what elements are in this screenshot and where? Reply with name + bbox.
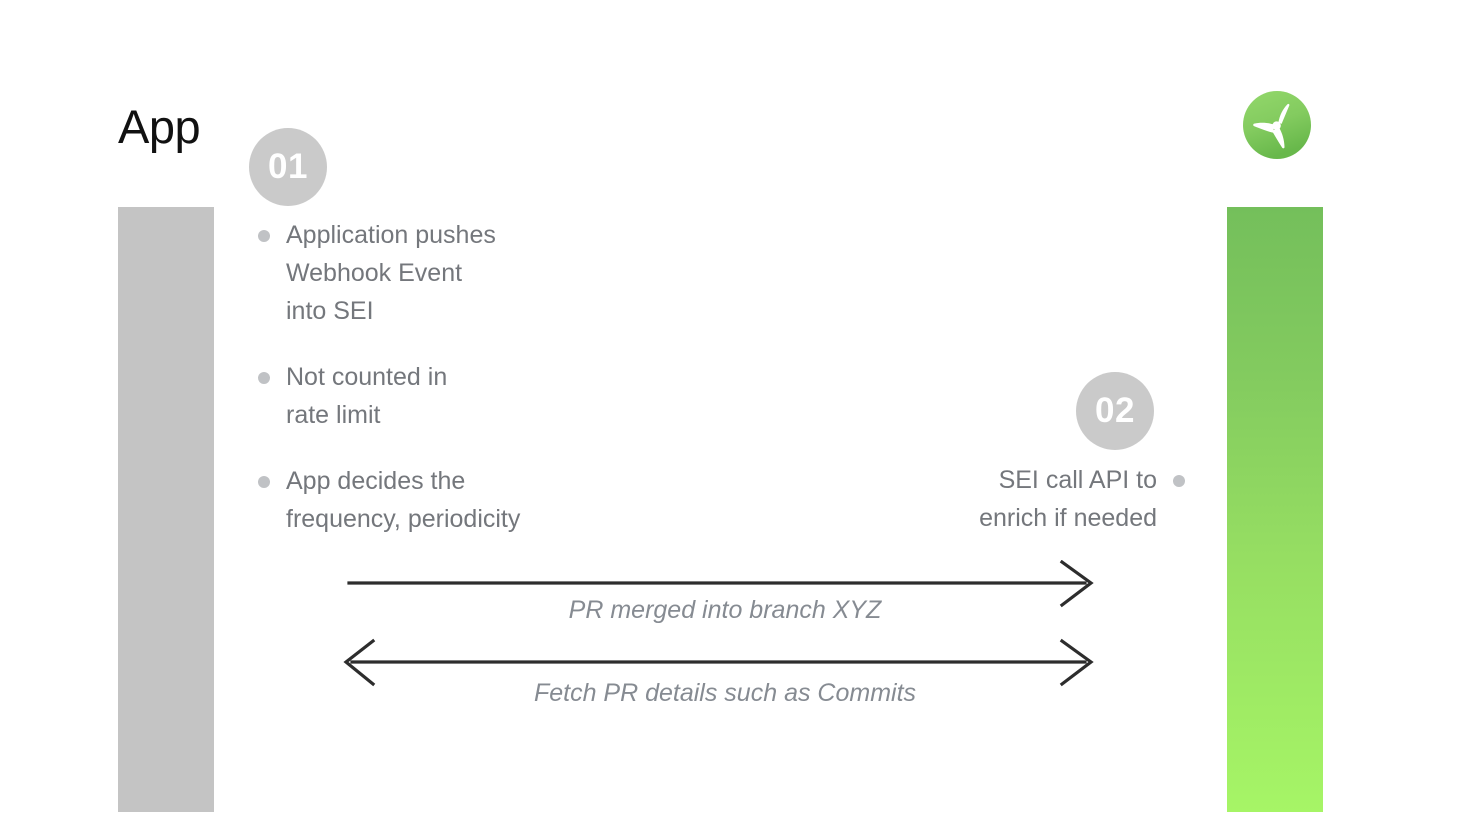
page-title: App [118, 100, 201, 153]
lane-bar-app [118, 207, 214, 812]
step-badge-01: 01 [249, 128, 327, 206]
lane-bar-sei [1227, 207, 1323, 812]
bullet-list-step-01: Application pushes Webhook Event into SE… [258, 216, 678, 538]
step-badge-02: 02 [1076, 372, 1154, 450]
arrow-label-fetch-pr-details: Fetch PR details such as Commits [533, 679, 917, 707]
arrow-pr-merged [347, 560, 1094, 608]
list-item: App decides the frequency, periodicity [258, 462, 678, 538]
bullet-list-step-02: SEI call API to enrich if needed [760, 461, 1185, 537]
bullet-dot-icon [258, 476, 270, 488]
bullet-text: Not counted in rate limit [286, 363, 448, 429]
bullet-text: App decides the frequency, periodicity [286, 467, 521, 533]
list-item: Application pushes Webhook Event into SE… [258, 216, 678, 330]
list-item: SEI call API to enrich if needed [760, 461, 1185, 537]
list-item: Not counted in rate limit [258, 358, 678, 434]
bullet-text: Application pushes Webhook Event into SE… [286, 221, 496, 325]
message-arrows: PR merged into branch XYZ Fetch PR detai… [340, 560, 1110, 720]
propeller-logo [1242, 90, 1312, 160]
bullet-text: SEI call API to enrich if needed [979, 466, 1157, 532]
bullet-dot-icon [1173, 475, 1185, 487]
bullet-dot-icon [258, 230, 270, 242]
bullet-dot-icon [258, 372, 270, 384]
arrow-label-pr-merged: PR merged into branch XYZ [568, 596, 882, 624]
arrow-fetch-pr-details [343, 638, 1094, 687]
